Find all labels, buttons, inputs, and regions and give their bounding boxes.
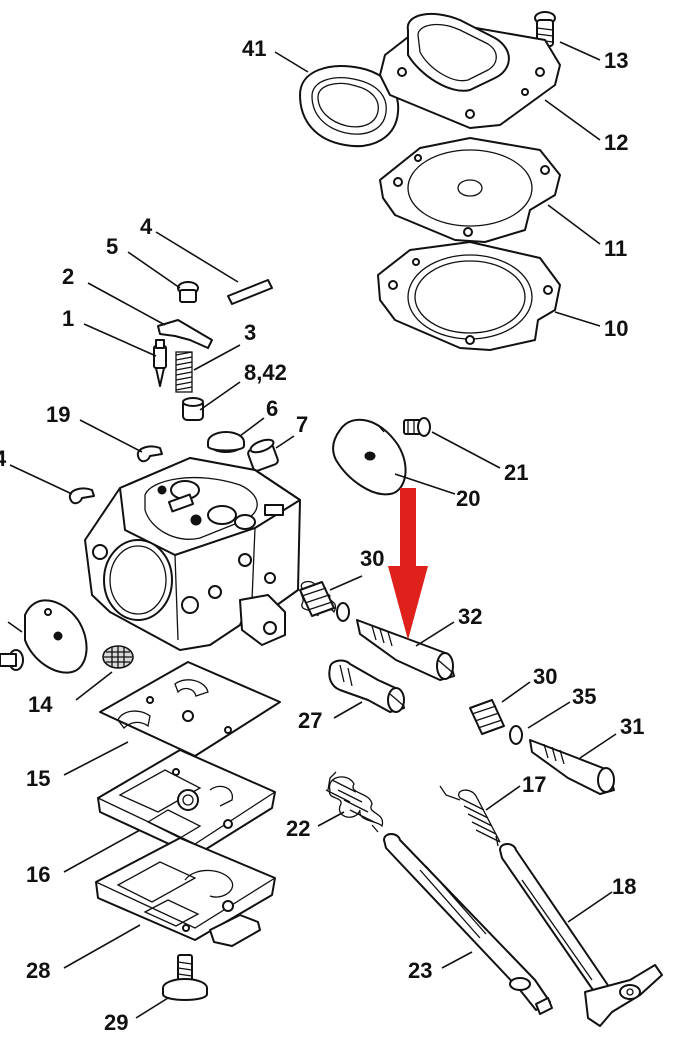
carburetor-body <box>84 457 301 651</box>
red-indicator-arrow <box>388 488 428 640</box>
label-16: 16 <box>26 862 50 887</box>
part-14-screen <box>102 645 134 669</box>
label-35: 35 <box>572 684 596 709</box>
part-22-spring <box>325 771 384 833</box>
label-29: 29 <box>104 1010 128 1035</box>
label-6: 6 <box>266 396 278 421</box>
label-8-42: 8,42 <box>244 360 287 385</box>
o-ring-upper <box>336 602 350 622</box>
left-screw <box>0 649 24 671</box>
part-1-needle <box>153 339 167 387</box>
label-21: 21 <box>504 460 528 485</box>
label-30-upper: 30 <box>360 546 384 571</box>
part-6-cap <box>207 431 245 453</box>
part-15-gasket <box>99 661 281 757</box>
label-1: 1 <box>62 306 74 331</box>
part-28-plate <box>95 837 276 947</box>
part-12-cover <box>379 12 561 129</box>
part-10-gasket <box>377 241 561 351</box>
left-disc <box>24 599 88 674</box>
part-2-lever <box>157 319 213 349</box>
part-35-o-ring <box>509 725 523 745</box>
label-15: 15 <box>26 766 50 791</box>
part-4-pin <box>227 279 273 305</box>
label-14: 14 <box>28 692 53 717</box>
label-20: 20 <box>456 486 480 511</box>
part-labels: 41 13 12 11 10 4 5 2 1 3 8,42 6 7 19 4 2… <box>0 36 644 1035</box>
part-21-screw <box>403 417 431 437</box>
part-3-spring <box>175 351 193 393</box>
label-23: 23 <box>408 958 432 983</box>
label-7: 7 <box>296 412 308 437</box>
label-11: 11 <box>604 236 627 261</box>
label-30-lower: 30 <box>533 664 557 689</box>
label-18: 18 <box>612 874 636 899</box>
label-41: 41 <box>242 36 266 61</box>
label-13: 13 <box>604 48 628 73</box>
label-22: 22 <box>286 816 310 841</box>
label-17: 17 <box>522 772 546 797</box>
part-18-shaft <box>499 843 663 1027</box>
part-16-plate <box>97 749 276 857</box>
part-11-diaphragm <box>379 137 561 243</box>
label-12: 12 <box>604 130 628 155</box>
label-32: 32 <box>458 604 482 629</box>
part-23-shaft <box>383 833 553 1015</box>
part-19-clip <box>136 445 163 463</box>
label-28: 28 <box>26 958 50 983</box>
part-29-screw <box>162 954 208 1001</box>
part-8-42-plug <box>182 397 204 421</box>
label-2: 2 <box>62 264 74 289</box>
part-27-jet <box>328 659 405 713</box>
leader-lines <box>7 41 617 1019</box>
part-41-filter <box>299 65 400 148</box>
label-5: 5 <box>106 234 118 259</box>
part-30-spring-upper <box>299 580 337 617</box>
label-31: 31 <box>620 714 644 739</box>
part-5-screw <box>177 281 199 303</box>
part-20-disc <box>332 418 407 496</box>
part-7-plug <box>247 438 279 472</box>
label-27: 27 <box>298 708 322 733</box>
part-17-spring <box>439 785 501 847</box>
label-4-left: 4 <box>0 446 7 471</box>
part-30-spring-lower <box>469 699 505 735</box>
part-31-needle <box>529 739 615 795</box>
label-19: 19 <box>46 402 70 427</box>
part-4-clip-left <box>68 487 95 505</box>
label-4: 4 <box>140 214 153 239</box>
label-10: 10 <box>604 316 628 341</box>
label-3: 3 <box>244 320 256 345</box>
